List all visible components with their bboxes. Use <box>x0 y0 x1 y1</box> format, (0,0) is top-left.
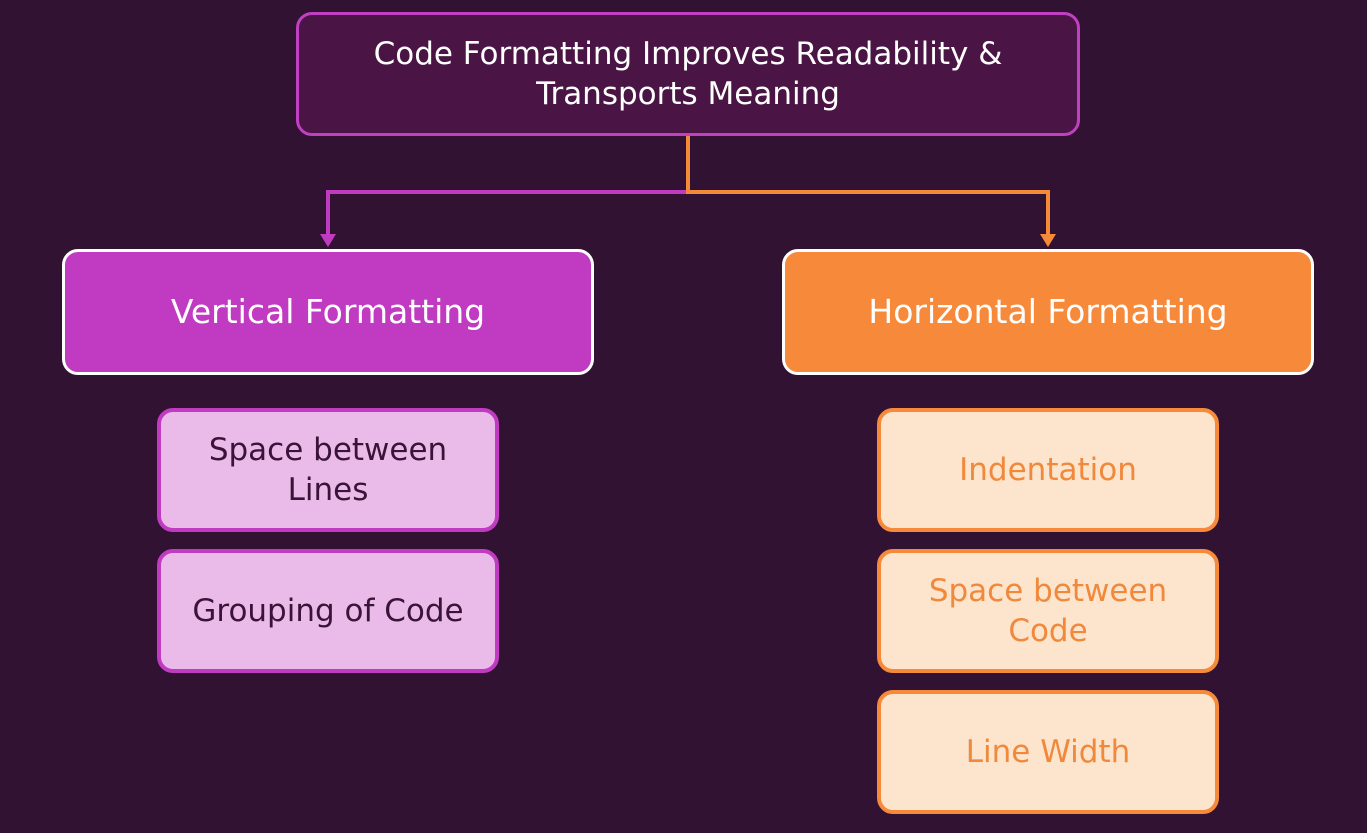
connector-to-vertical <box>320 190 688 247</box>
leaf-indentation: Indentation <box>877 408 1219 532</box>
leaf-grouping-of-code: Grouping of Code <box>157 549 499 673</box>
leaf-label: Line Width <box>965 733 1131 770</box>
branch-vertical-formatting: Vertical Formatting <box>62 249 594 375</box>
branch-horizontal-label: Horizontal Formatting <box>868 291 1228 331</box>
leaf-line-width: Line Width <box>877 690 1219 814</box>
leaf-label: Space between Lines <box>208 431 448 508</box>
leaf-space-between-code: Space between Code <box>877 549 1219 673</box>
leaf-label: Grouping of Code <box>192 592 464 629</box>
branch-horizontal-formatting: Horizontal Formatting <box>782 249 1314 375</box>
connector-to-horizontal <box>686 136 1056 247</box>
leaf-label: Indentation <box>959 451 1137 488</box>
leaf-space-between-lines: Space between Lines <box>157 408 499 532</box>
root-node: Code Formatting Improves Readability & T… <box>296 12 1080 136</box>
root-node-label: Code Formatting Improves Readability & T… <box>373 35 1003 112</box>
leaf-label: Space between Code <box>928 572 1168 649</box>
branch-vertical-label: Vertical Formatting <box>170 291 486 331</box>
